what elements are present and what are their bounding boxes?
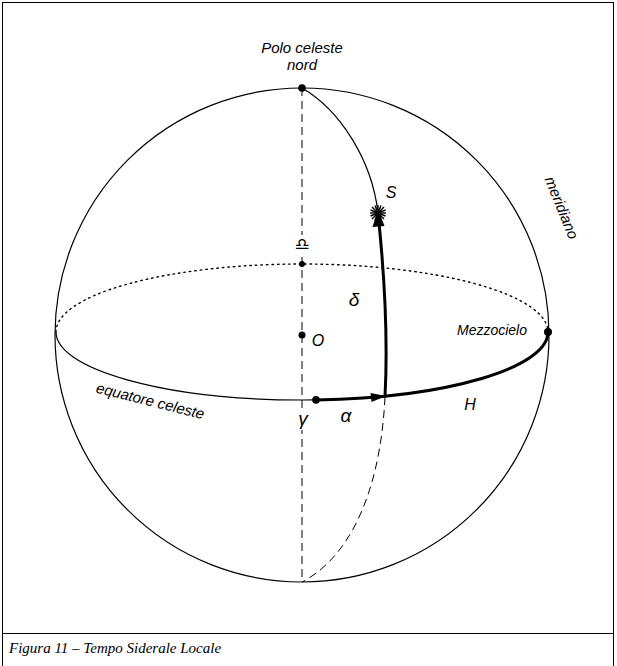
- pole-point: [298, 84, 306, 92]
- aries-symbol: γ: [296, 408, 310, 430]
- figure-caption: Figura 11 – Tempo Siderale Locale: [9, 640, 221, 657]
- center-label: O: [310, 332, 326, 350]
- frame-border: [3, 3, 614, 634]
- libra-symbol: ♎: [292, 235, 311, 255]
- pole-label: Polo celeste nord: [250, 39, 354, 74]
- hour-angle-label: H: [462, 396, 478, 414]
- arrow-head: [371, 393, 387, 402]
- right-ascension-label: α: [339, 405, 354, 427]
- declination-arc: [378, 213, 386, 397]
- star-symbol: [370, 205, 386, 221]
- center-point: [299, 332, 306, 339]
- star-label: S: [384, 184, 399, 202]
- midheaven-point: [544, 328, 552, 336]
- hour-circle: [302, 88, 378, 213]
- meridian-label: meridiano: [541, 172, 583, 243]
- frame-border: [2, 634, 3, 666]
- frame-border: [613, 634, 614, 666]
- aries-point: [312, 396, 320, 404]
- hour-angle-arc: [316, 332, 548, 400]
- midheaven-label: Mezzocielo: [455, 322, 529, 338]
- hour-circle-hidden: [302, 397, 385, 582]
- declination-label: δ: [347, 289, 362, 311]
- sphere-outline: [55, 88, 549, 582]
- libra-point: [299, 261, 305, 267]
